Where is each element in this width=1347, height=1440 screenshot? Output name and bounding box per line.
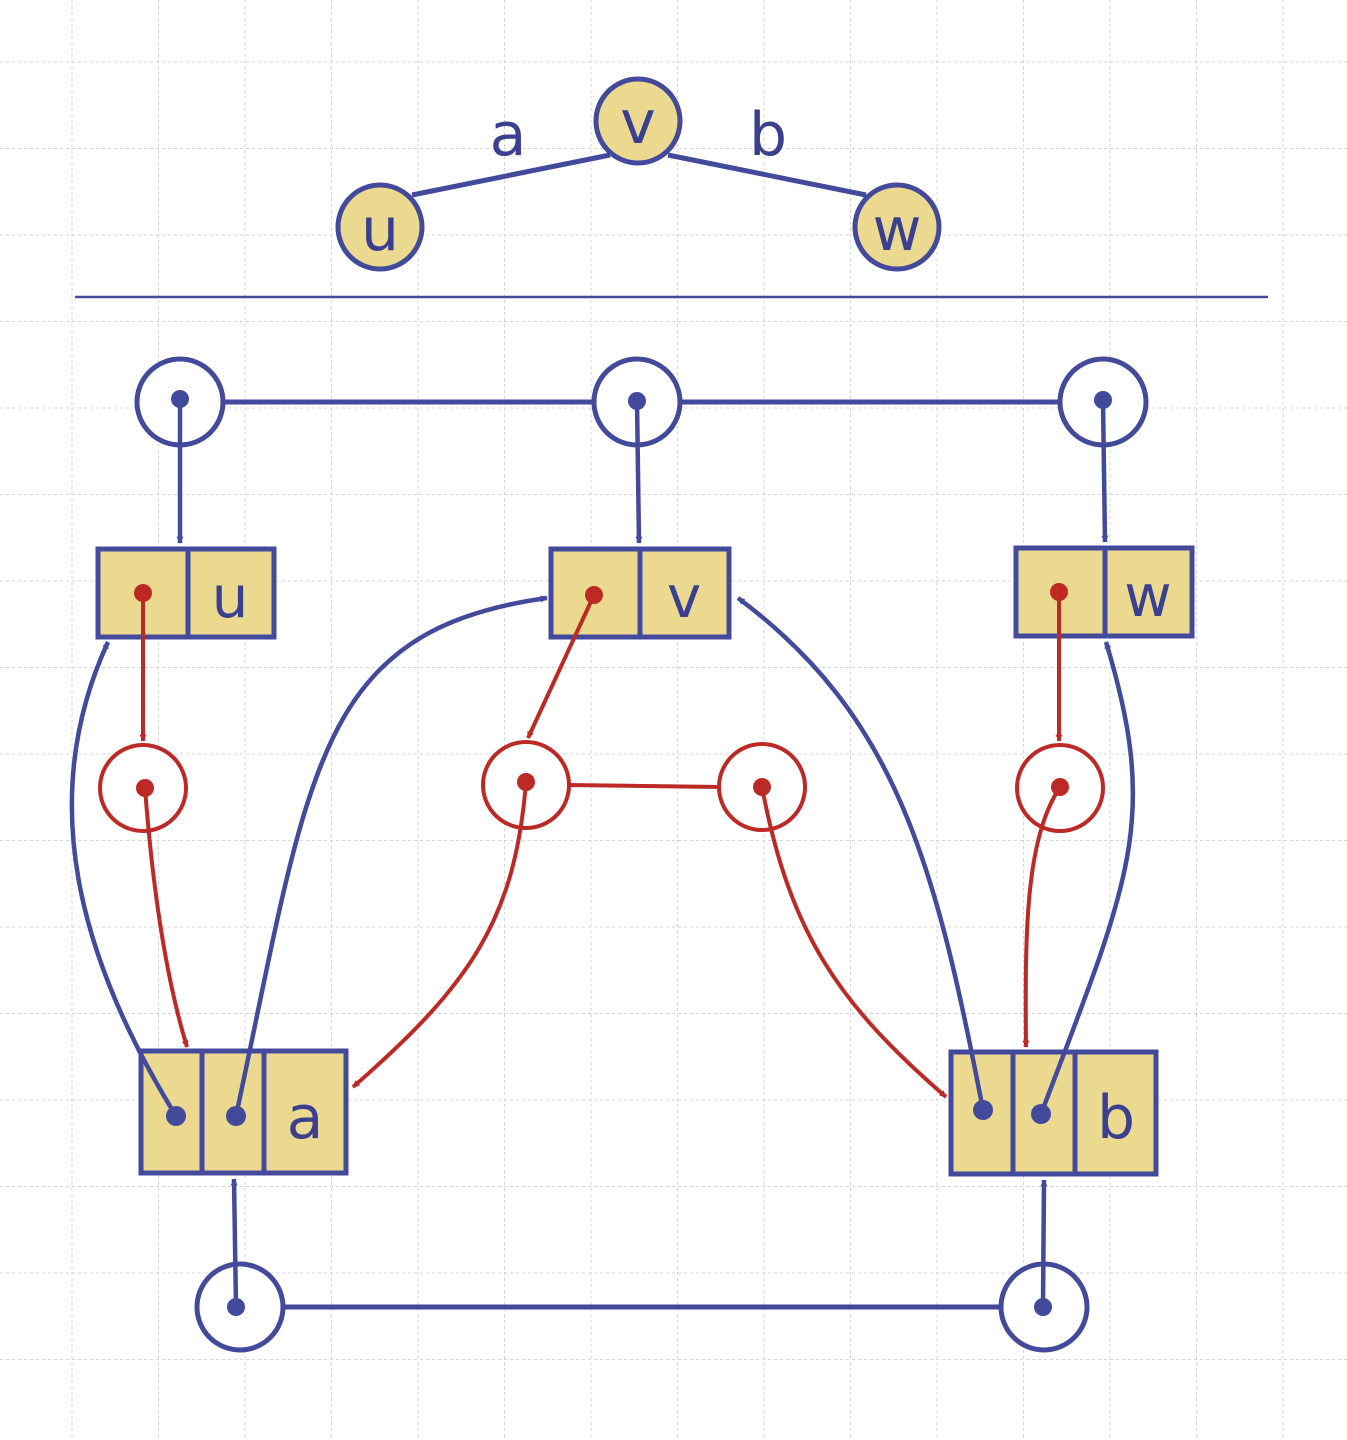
edge-b-line (667, 152, 867, 198)
edge-sequence (194, 1261, 1090, 1353)
graph-vertex-w: w (852, 182, 942, 272)
graph-vertex-w-label: w (872, 195, 921, 265)
position-a-to-edge-a-arrow (230, 1178, 239, 1308)
edge-b-dest-arrow (1038, 641, 1136, 1115)
incidence-w-to-edge-b-arrow (1022, 785, 1062, 1048)
incidence-sequences (98, 740, 1105, 833)
incidence-link-v (567, 783, 721, 789)
blue-pointers (69, 399, 1136, 1308)
vertex-record-v: v (548, 546, 732, 640)
graph-vertex-v-label: v (620, 88, 656, 158)
vertex-record-v-label: v (667, 563, 701, 631)
position-w-to-vertex-w-arrow (1100, 399, 1109, 543)
position-v-to-vertex-v-arrow (634, 400, 643, 544)
incidence-v1-to-edge-a-arrow (351, 781, 528, 1089)
incidence-v2-to-edge-b-arrow (760, 786, 948, 1099)
incidence-u-to-edge-a-arrow (143, 787, 189, 1048)
edge-position-node-a (194, 1261, 286, 1353)
vertex-record-w-label: w (1124, 562, 1171, 630)
graph-edge-a-label: a (490, 100, 527, 170)
vertex-record-w: w (1013, 545, 1195, 639)
vertex-record-u-label: u (212, 563, 249, 631)
position-b-to-edge-b-arrow (1040, 1179, 1048, 1308)
incidence-node-u (98, 743, 188, 833)
graph-vertex-v: v (593, 76, 683, 166)
edge-a-dest-arrow (233, 595, 548, 1117)
vertex-sequence (134, 356, 1149, 448)
vertex-v-to-incidence-arrow (526, 594, 596, 739)
edge-a-origin-arrow (69, 641, 178, 1118)
edge-record-b-label: b (1097, 1083, 1135, 1153)
graph-vertex-u: u (335, 182, 425, 272)
edge-a-line (411, 152, 611, 198)
graph-edge-b-label: b (749, 100, 787, 170)
graph-vertex-u-label: u (361, 195, 399, 265)
vertex-record-u: u (95, 546, 277, 640)
red-pointers (134, 583, 1068, 1099)
abstract-graph: v u w a b (335, 76, 942, 272)
edge-b-origin-arrow (736, 596, 986, 1111)
edge-record-a-label: a (287, 1083, 324, 1153)
